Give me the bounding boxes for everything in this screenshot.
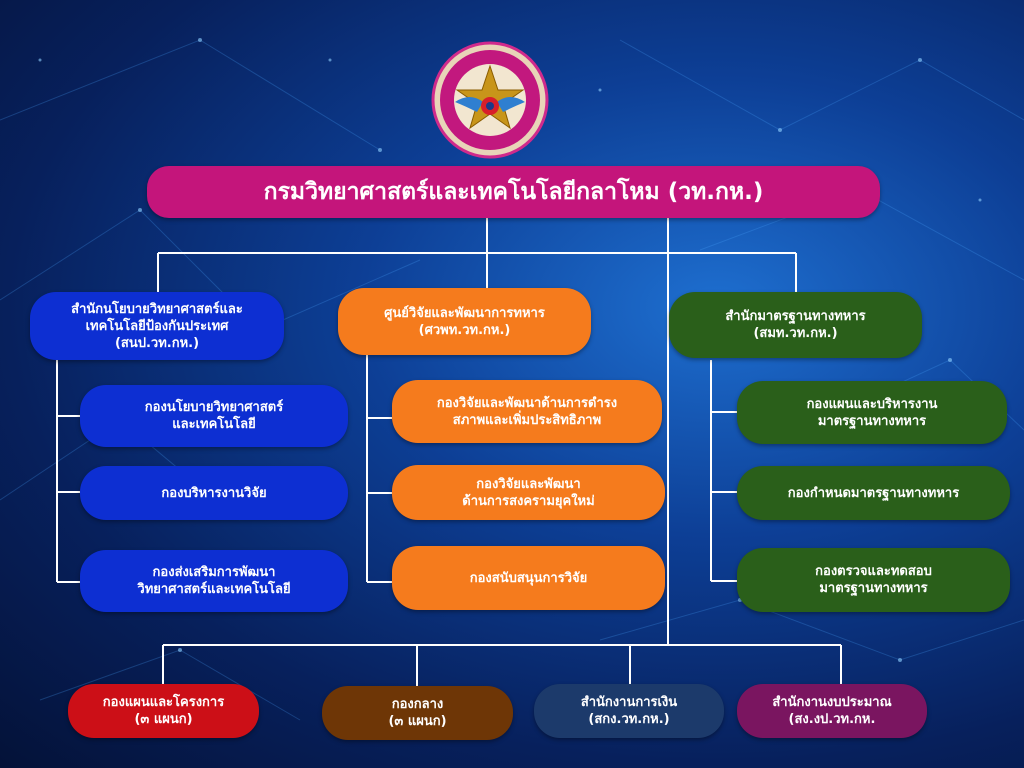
- department-military-rnd-center[interactable]: ศูนย์วิจัยและพัฒนาการทหาร (ศวพท.วท.กห.): [338, 288, 591, 355]
- ministry-logo: [431, 41, 549, 159]
- division-policy-sci-tech[interactable]: กองนโยบายวิทยาศาสตร์ และเทคโนโลยี: [80, 385, 348, 447]
- division-sci-tech-promotion[interactable]: กองส่งเสริมการพัฒนา วิทยาศาสตร์และเทคโนโ…: [80, 550, 348, 612]
- division-standards-definition[interactable]: กองกำหนดมาตรฐานทางทหาร: [737, 466, 1010, 520]
- support-finance-office[interactable]: สำนักงานการเงิน (สกง.วท.กห.): [534, 684, 724, 738]
- support-planning-projects[interactable]: กองแผนและโครงการ (๓ แผนก): [68, 684, 259, 738]
- division-standards-planning[interactable]: กองแผนและบริหารงาน มาตรฐานทางทหาร: [737, 381, 1007, 444]
- division-standards-inspection[interactable]: กองตรวจและทดสอบ มาตรฐานทางทหาร: [737, 548, 1010, 612]
- division-research-support[interactable]: กองสนับสนุนการวิจัย: [392, 546, 665, 610]
- department-policy[interactable]: สำนักนโยบายวิทยาศาสตร์และ เทคโนโลยีป้องก…: [30, 292, 284, 360]
- support-budget-office[interactable]: สำนักงานงบประมาณ (สง.งป.วท.กห.: [737, 684, 927, 738]
- division-research-management[interactable]: กองบริหารงานวิจัย: [80, 466, 348, 520]
- department-military-standards[interactable]: สำนักมาตรฐานทางทหาร (สมท.วท.กห.): [669, 292, 922, 358]
- division-modern-warfare-rnd[interactable]: กองวิจัยและพัฒนา ด้านการสงครามยุคใหม่: [392, 465, 665, 520]
- division-sustainment-rnd[interactable]: กองวิจัยและพัฒนาด้านการดำรง สภาพและเพิ่ม…: [392, 380, 662, 443]
- support-central-division[interactable]: กองกลาง (๓ แผนก): [322, 686, 513, 740]
- page-title: กรมวิทยาศาสตร์และเทคโนโลยีกลาโหม (วท.กห.…: [147, 166, 880, 218]
